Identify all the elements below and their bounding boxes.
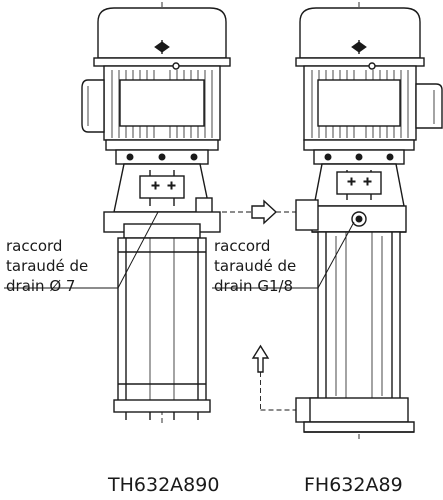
left-pump [81, 2, 231, 425]
left-drain-label: raccord taraudé de drain Ø 7 [6, 236, 88, 296]
left-model-caption: TH632A890 [108, 474, 220, 496]
right-drain-line-3: drain G1/8 [214, 277, 294, 295]
flow-arrows [222, 199, 296, 411]
right-drain-label: raccord taraudé de drain G1/8 [214, 236, 296, 296]
left-drain-line-1: raccord [6, 237, 63, 255]
right-model-caption: FH632A89 [304, 474, 403, 496]
left-drain-line-3: drain Ø 7 [6, 277, 76, 295]
leader-lines [4, 211, 355, 289]
right-drain-line-2: taraudé de [214, 257, 297, 275]
left-drain-line-2: taraudé de [6, 257, 89, 275]
right-pump [295, 2, 443, 440]
right-drain-line-1: raccord [214, 237, 271, 255]
